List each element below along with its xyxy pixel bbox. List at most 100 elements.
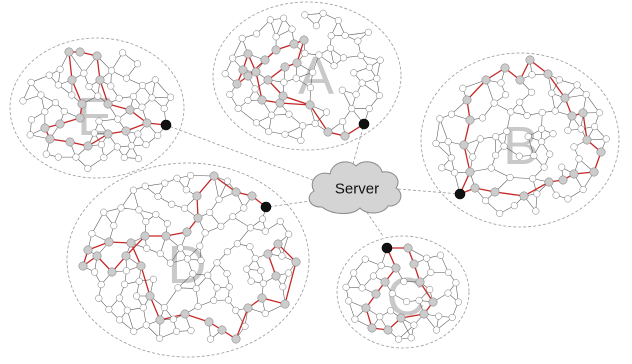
- graph-node: [538, 125, 546, 133]
- graph-node: [97, 141, 106, 149]
- graph-node: [166, 259, 175, 267]
- graph-node: [338, 86, 346, 94]
- graph-node: [68, 91, 76, 99]
- route-node: [409, 259, 419, 269]
- route-node: [204, 317, 214, 327]
- graph-node: [141, 182, 149, 190]
- graph-node: [100, 154, 108, 162]
- graph-node: [41, 108, 49, 116]
- graph-node: [452, 279, 460, 287]
- graph-node: [497, 79, 505, 87]
- route-node: [428, 297, 438, 307]
- route-node: [77, 99, 87, 109]
- route-node: [217, 325, 227, 335]
- graph-node: [459, 84, 467, 92]
- gateway-node: [160, 119, 172, 131]
- graph-node: [451, 169, 459, 177]
- graph-node: [133, 292, 141, 300]
- server-label: Server: [335, 181, 379, 198]
- graph-node: [107, 82, 115, 90]
- route-node: [263, 75, 273, 85]
- route-node: [380, 277, 390, 287]
- graph-node: [280, 78, 288, 86]
- route-node: [403, 243, 413, 253]
- route-node: [243, 49, 253, 59]
- graph-node: [143, 244, 151, 252]
- gateway-node: [381, 242, 393, 254]
- route-node: [260, 55, 270, 65]
- graph-node: [97, 281, 105, 289]
- route-node: [515, 75, 525, 85]
- graph-node: [299, 122, 307, 130]
- route-node: [107, 267, 117, 277]
- route-node: [558, 175, 568, 185]
- graph-node: [206, 208, 214, 216]
- graph-node: [528, 88, 536, 96]
- graph-node: [54, 81, 62, 89]
- graph-node: [156, 250, 164, 258]
- graph-node: [538, 138, 546, 146]
- graph-node: [243, 265, 251, 273]
- graph-node: [400, 278, 408, 286]
- graph-node: [182, 186, 190, 194]
- link-server-b: [397, 188, 461, 195]
- route-node: [140, 231, 150, 241]
- route-node: [83, 141, 93, 151]
- graph-node: [204, 271, 212, 279]
- route-node: [596, 147, 606, 157]
- graph-node: [189, 270, 197, 278]
- graph-node: [240, 204, 248, 212]
- graph-edge: [345, 32, 369, 36]
- route-node: [182, 227, 192, 237]
- graph-node: [246, 224, 254, 232]
- route-node: [247, 191, 257, 201]
- route-node: [231, 334, 241, 344]
- graph-node: [134, 130, 142, 138]
- graph-edge: [439, 118, 449, 142]
- route-node: [83, 245, 93, 255]
- route-node: [45, 134, 55, 144]
- graph-node: [173, 174, 181, 182]
- route-node: [271, 45, 281, 55]
- graph-node: [530, 151, 538, 160]
- route-node: [67, 75, 77, 85]
- route-node: [465, 115, 475, 125]
- graph-node: [113, 143, 121, 151]
- graph-node: [330, 62, 338, 70]
- graph-node: [229, 54, 237, 62]
- graph-node: [19, 97, 27, 105]
- route-node: [125, 105, 135, 115]
- route-node: [103, 99, 113, 109]
- graph-node: [217, 222, 225, 230]
- graph-node: [115, 294, 123, 302]
- route-node: [582, 135, 592, 145]
- server-cloud: Server: [308, 161, 402, 214]
- graph-node: [225, 283, 233, 291]
- graph-node: [122, 267, 131, 275]
- graph-node: [426, 285, 434, 294]
- route-node: [292, 58, 302, 68]
- graph-node: [438, 164, 446, 172]
- graph-node: [37, 91, 45, 99]
- graph-node: [148, 94, 156, 102]
- graph-node: [215, 195, 223, 203]
- graph-node: [268, 111, 276, 119]
- graph-node: [253, 30, 261, 38]
- route-node: [396, 313, 406, 323]
- graph-node: [365, 63, 373, 71]
- route-node: [391, 263, 401, 273]
- route-node: [231, 187, 241, 197]
- graph-node: [183, 255, 192, 263]
- graph-node: [167, 93, 175, 101]
- graph-node: [280, 14, 288, 22]
- graph-node: [129, 186, 137, 194]
- graph-node: [51, 99, 60, 107]
- route-node: [289, 39, 299, 49]
- cluster-d-outline: [66, 162, 310, 358]
- graph-node: [309, 68, 317, 76]
- graph-node: [342, 283, 350, 291]
- route-node: [525, 55, 535, 65]
- graph-node: [244, 96, 252, 104]
- graph-node: [247, 277, 255, 285]
